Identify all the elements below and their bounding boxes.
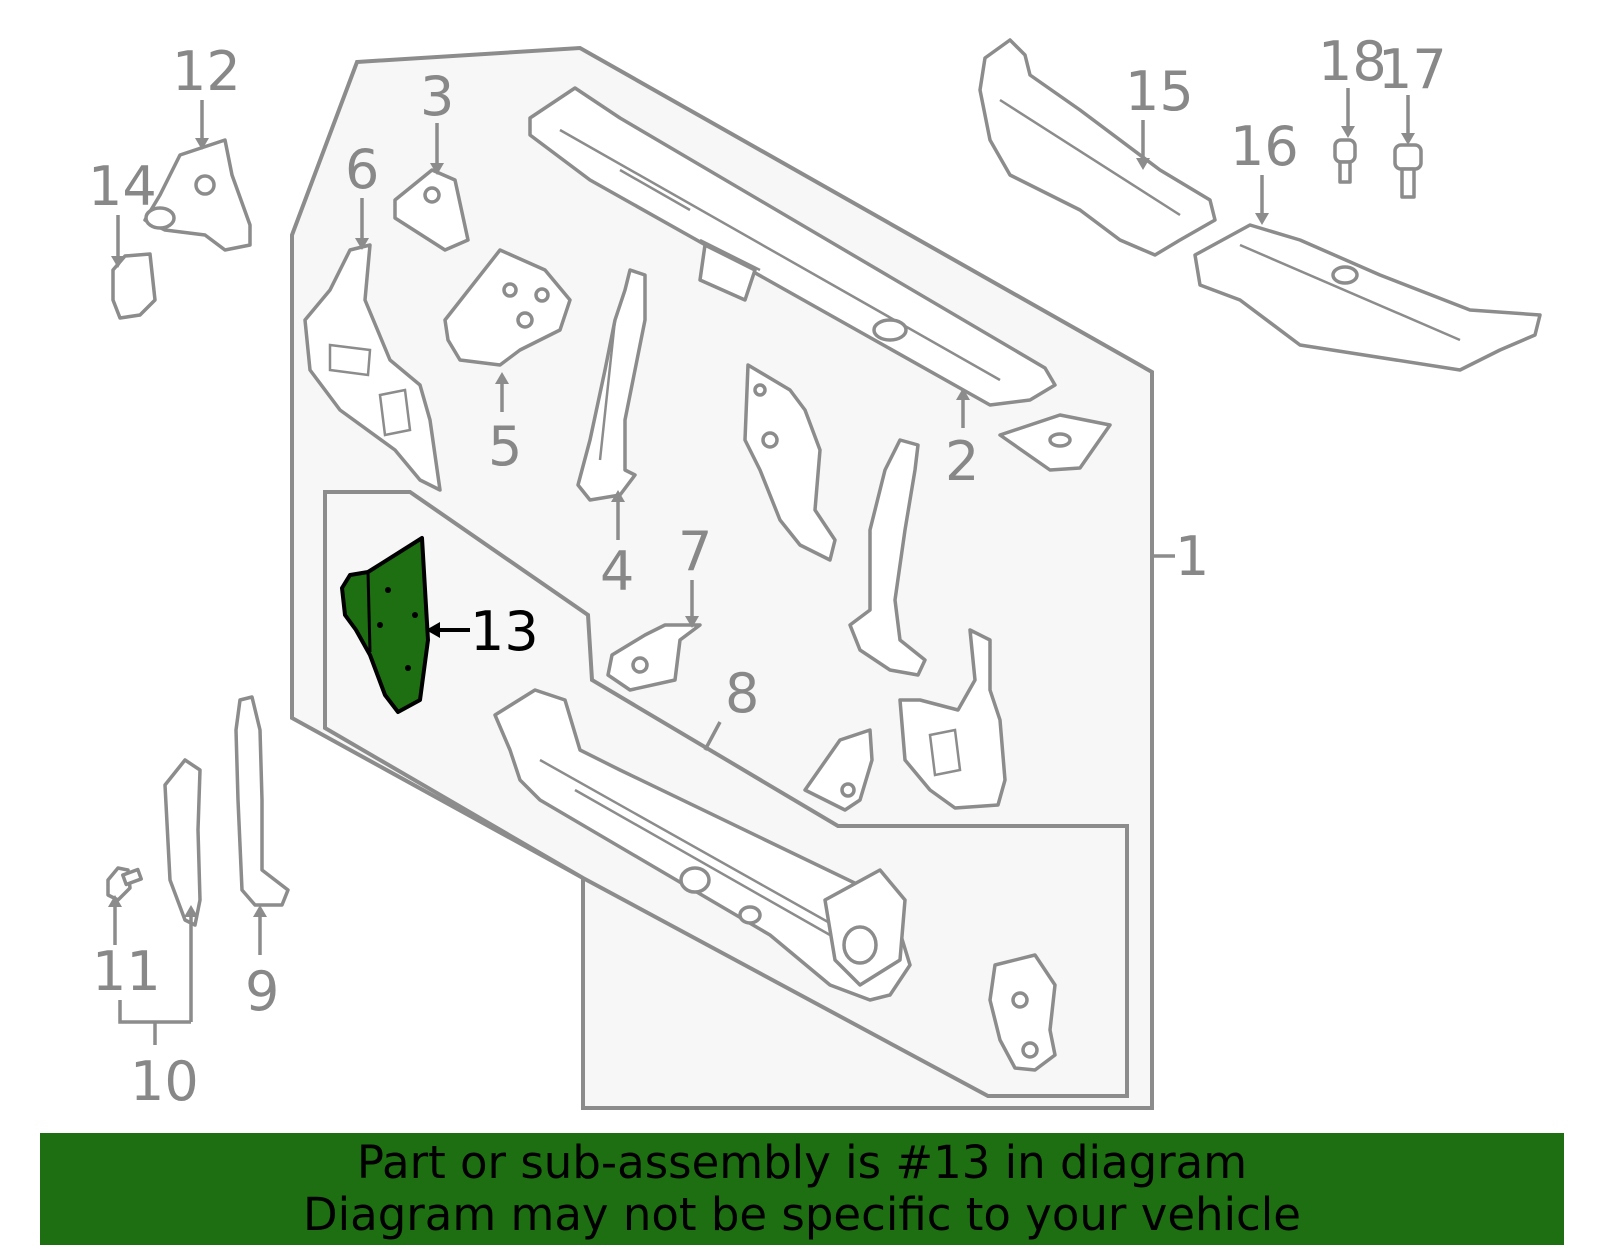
banner-line-1: Part or sub-assembly is #13 in diagram bbox=[356, 1136, 1248, 1189]
callout-6: 6 bbox=[345, 138, 379, 201]
callout-1: 1 bbox=[1175, 525, 1209, 588]
callout-7: 7 bbox=[678, 520, 712, 583]
part-lower-small-bracket bbox=[803, 728, 874, 812]
part-5-bracket bbox=[443, 248, 572, 367]
assembly-8-outline bbox=[323, 490, 1129, 1098]
callout-8: 8 bbox=[725, 662, 759, 725]
callout-11: 11 bbox=[92, 940, 161, 1003]
callout-15: 15 bbox=[1125, 60, 1194, 123]
callout-10: 10 bbox=[130, 1050, 199, 1113]
part-8-lower-tie-bar bbox=[493, 688, 912, 1002]
part-7-bracket bbox=[606, 623, 702, 692]
part-right-side-bracket bbox=[898, 628, 1007, 810]
callout-12: 12 bbox=[172, 40, 241, 103]
part-6-side-bracket bbox=[303, 243, 442, 492]
part-center-bracket bbox=[743, 363, 837, 562]
callout-2: 2 bbox=[945, 430, 979, 493]
part-9-bracket bbox=[234, 695, 290, 907]
callout-14: 14 bbox=[88, 155, 157, 218]
part-3-bracket bbox=[393, 168, 470, 252]
callout-5: 5 bbox=[488, 415, 522, 478]
info-banner: Part or sub-assembly is #13 in diagram D… bbox=[40, 1133, 1564, 1245]
callout-18: 18 bbox=[1318, 30, 1387, 93]
banner-line-2: Diagram may not be specific to your vehi… bbox=[303, 1188, 1301, 1241]
part-right-support bbox=[848, 438, 927, 677]
part-12-bracket bbox=[143, 138, 252, 252]
part-16-crossmember bbox=[1193, 223, 1542, 372]
part-13-highlighted bbox=[340, 536, 430, 714]
part-14-clip bbox=[111, 252, 157, 320]
part-10-bracket bbox=[163, 758, 202, 927]
callout-17: 17 bbox=[1378, 38, 1447, 101]
part-2-upper-tie-bar bbox=[528, 86, 1112, 472]
part-17-fastener bbox=[1393, 143, 1423, 199]
part-18-fastener bbox=[1333, 138, 1357, 184]
part-15-reinforcement bbox=[978, 38, 1217, 257]
callout-4: 4 bbox=[600, 540, 634, 603]
part-lower-right-panel bbox=[988, 953, 1057, 1072]
leader-lines bbox=[108, 88, 1415, 1045]
callout-13-highlighted: 13 bbox=[470, 600, 539, 663]
part-11-bolt bbox=[106, 866, 143, 902]
callout-16: 16 bbox=[1230, 115, 1299, 178]
callout-9: 9 bbox=[245, 960, 279, 1023]
part-4-support bbox=[576, 268, 647, 502]
callout-3: 3 bbox=[420, 65, 454, 128]
